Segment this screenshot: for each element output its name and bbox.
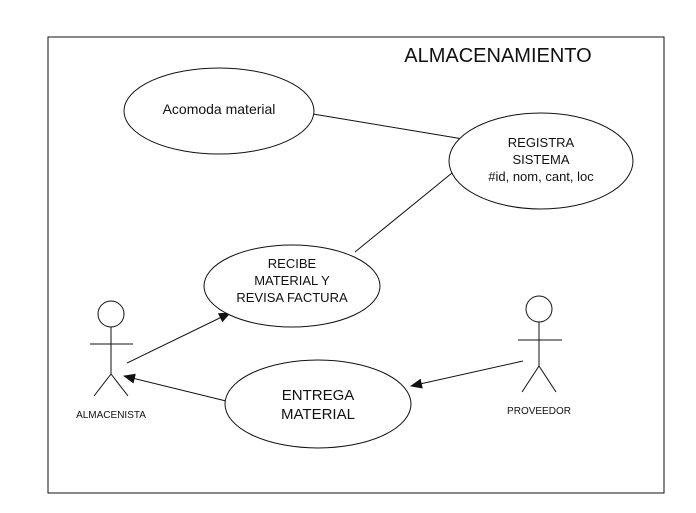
actor-proveedor: PROVEEDOR [507, 295, 571, 417]
use-case-recibe-material: RECIBE MATERIAL Y REVISA FACTURA [203, 244, 381, 328]
association-acomoda-registra [312, 113, 464, 140]
use-case-label: RECIBE [268, 256, 317, 271]
use-case-acomoda-material: Acomoda material [123, 67, 315, 155]
association-entrega-almacenista [123, 373, 227, 402]
use-case-label: ENTREGA [282, 387, 355, 404]
stick-figure-icon [518, 295, 562, 393]
association-almacenista-recibe [126, 312, 231, 364]
actor-almacenista: ALMACENISTA [76, 300, 146, 421]
use-case-label: SISTEMA [512, 152, 569, 167]
actor-label: ALMACENISTA [76, 410, 146, 421]
use-case-label: MATERIAL [281, 406, 355, 423]
association-proveedor-entrega [410, 360, 524, 389]
use-case-label: REVISA FACTURA [236, 290, 348, 305]
use-case-label: Acomoda material [163, 101, 276, 117]
system-boundary [47, 36, 665, 494]
stick-figure-icon [90, 300, 133, 397]
use-case-label: MATERIAL Y [254, 273, 330, 288]
actor-label: PROVEEDOR [507, 406, 571, 417]
use-case-label: REGISTRA [508, 135, 575, 150]
use-case-registra-sistema: REGISTRA SISTEMA #id, nom, cant, loc [448, 112, 634, 210]
use-case-label: #id, nom, cant, loc [488, 169, 594, 184]
use-case-entrega-material: ENTREGA MATERIAL [224, 359, 412, 449]
association-recibe-registra [354, 172, 453, 253]
diagram-title: ALMACENAMIENTO [404, 45, 591, 67]
